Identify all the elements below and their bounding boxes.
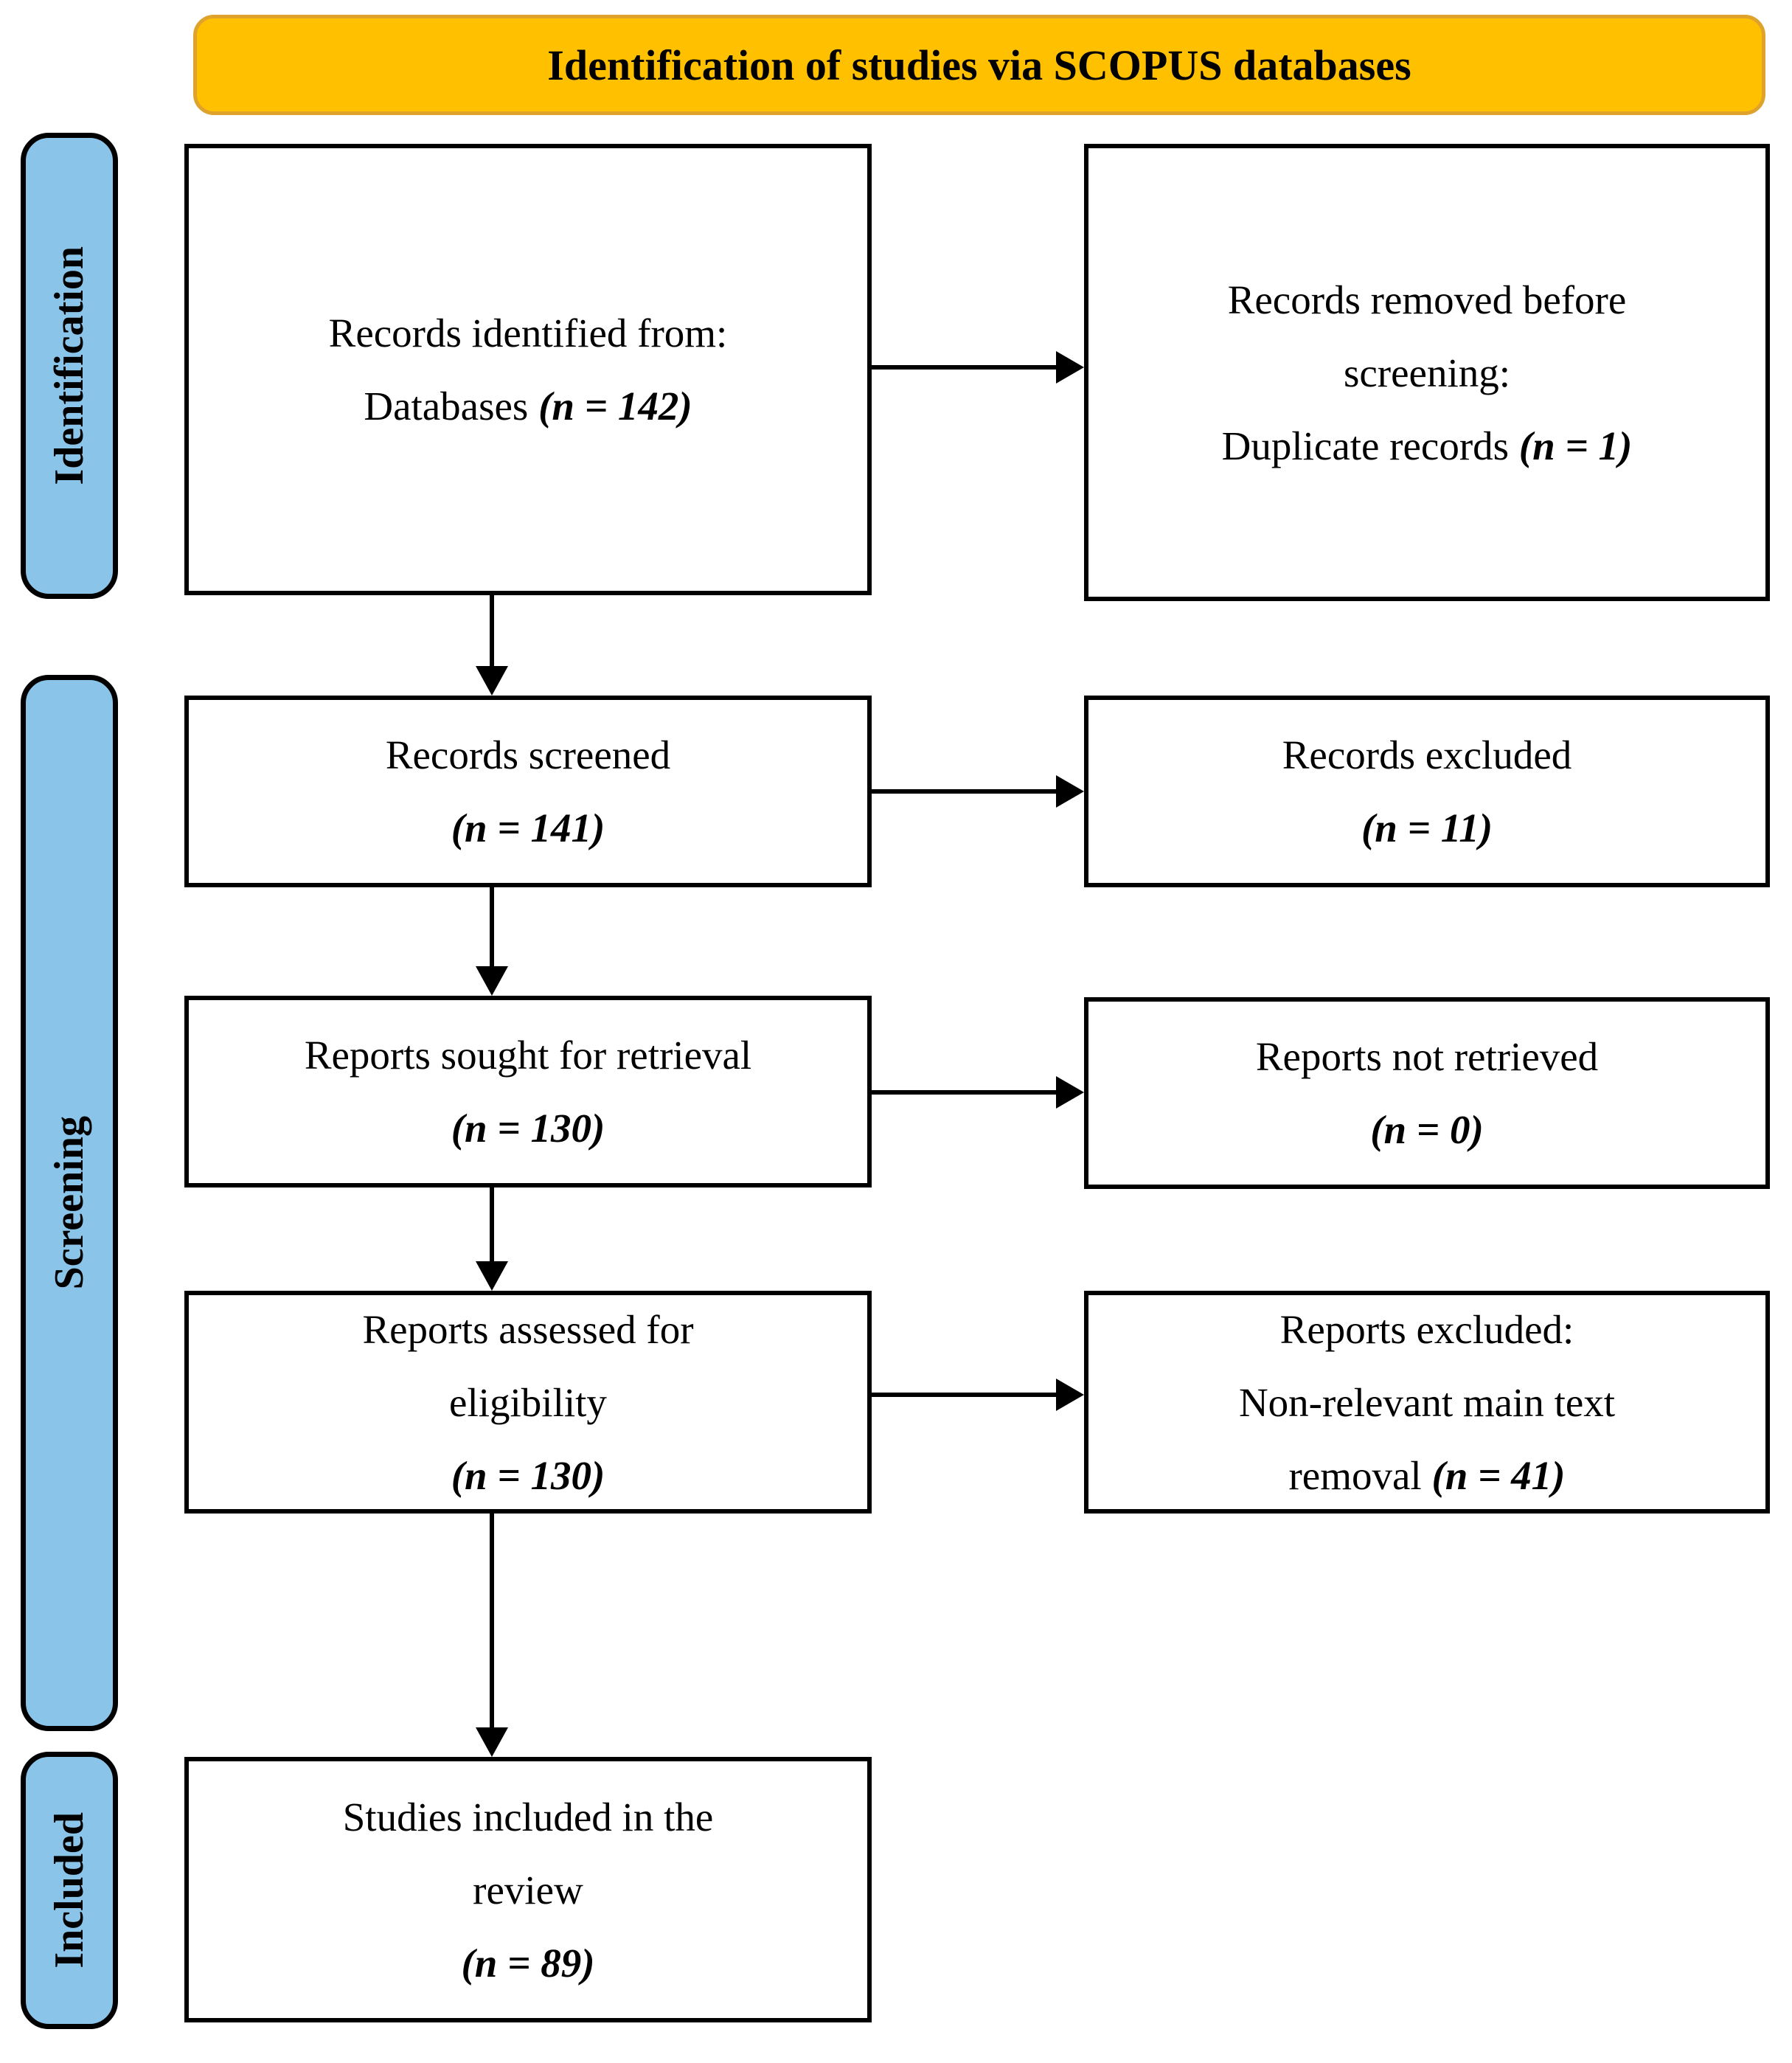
- n-value: (n = 1): [1518, 423, 1633, 468]
- n-value: (n = 141): [451, 805, 605, 850]
- n-value: (n = 41): [1431, 1452, 1566, 1498]
- text-segment: review: [473, 1867, 583, 1913]
- text-segment: Reports sought for retrieval: [304, 1033, 752, 1078]
- arrow-identified-to-screened-line: [490, 595, 494, 669]
- arrow-sought-to-not-retrieved-head: [1056, 1076, 1084, 1109]
- box-records-screened: Records screened (n = 141): [184, 696, 872, 887]
- text-segment: Databases: [364, 384, 539, 429]
- box-line: Databases (n = 142): [364, 370, 692, 443]
- text-segment: Records removed before: [1227, 277, 1627, 322]
- text-segment: Studies included in the: [342, 1794, 714, 1840]
- box-reports-assessed-for-eligibility: Reports assessed for eligibility (n = 13…: [184, 1291, 872, 1514]
- text-segment: Reports excluded:: [1279, 1306, 1574, 1352]
- box-reports-excluded: Reports excluded: Non-relevant main text…: [1084, 1291, 1770, 1514]
- arrow-sought-to-assessed-line: [490, 1187, 494, 1265]
- n-value: (n = 11): [1361, 805, 1493, 850]
- arrow-sought-to-not-retrieved-line: [872, 1090, 1058, 1095]
- arrow-screened-to-sought-head: [476, 966, 508, 996]
- text-segment: Non-relevant main text: [1238, 1379, 1616, 1425]
- box-line: Reports not retrieved: [1256, 1020, 1598, 1093]
- text-segment: screening:: [1343, 350, 1510, 395]
- box-line: (n = 11): [1361, 791, 1493, 864]
- n-value: (n = 130): [451, 1106, 605, 1151]
- box-line: Records removed before: [1228, 263, 1627, 336]
- box-reports-sought-for-retrieval: Reports sought for retrieval (n = 130): [184, 996, 872, 1187]
- box-line: (n = 130): [451, 1439, 605, 1512]
- stage-label-identification: Identification: [21, 133, 118, 599]
- n-value: (n = 142): [538, 384, 692, 429]
- stage-label-identification-text: Identification: [46, 246, 92, 485]
- box-line: Records excluded: [1282, 718, 1572, 791]
- box-line: (n = 130): [451, 1092, 605, 1165]
- n-value: (n = 89): [461, 1940, 595, 1986]
- text-segment: Records excluded: [1282, 732, 1572, 777]
- box-line: removal (n = 41): [1288, 1439, 1565, 1512]
- box-line: Studies included in the: [343, 1781, 714, 1854]
- stage-label-screening: Screening: [21, 675, 118, 1731]
- box-line: screening:: [1344, 336, 1510, 409]
- text-segment: Records identified from:: [328, 311, 728, 356]
- text-segment: Duplicate records: [1221, 423, 1519, 468]
- box-records-excluded: Records excluded (n = 11): [1084, 696, 1770, 887]
- box-line: (n = 0): [1370, 1093, 1484, 1166]
- text-segment: eligibility: [449, 1379, 607, 1425]
- box-records-identified: Records identified from: Databases (n = …: [184, 144, 872, 595]
- box-studies-included-in-review: Studies included in the review (n = 89): [184, 1757, 872, 2022]
- arrow-screened-to-excluded-line: [872, 789, 1058, 794]
- box-reports-not-retrieved: Reports not retrieved (n = 0): [1084, 997, 1770, 1189]
- text-segment: removal: [1288, 1452, 1432, 1498]
- box-line: Non-relevant main text: [1239, 1366, 1615, 1439]
- text-segment: Reports not retrieved: [1255, 1034, 1599, 1079]
- arrow-screened-to-sought-line: [490, 887, 494, 970]
- box-line: Reports assessed for: [362, 1293, 693, 1366]
- arrow-assessed-to-reports-excluded-line: [872, 1393, 1058, 1397]
- n-value: (n = 0): [1370, 1107, 1484, 1152]
- box-line: Records identified from:: [329, 297, 728, 370]
- box-line: review: [473, 1854, 583, 1927]
- stage-label-included-text: Included: [46, 1812, 92, 1969]
- arrow-identified-to-removed-head: [1056, 351, 1084, 384]
- arrow-screened-to-excluded-head: [1056, 775, 1084, 808]
- stage-label-screening-text: Screening: [46, 1116, 92, 1290]
- box-line: Reports excluded:: [1280, 1293, 1574, 1366]
- arrow-identified-to-screened-head: [476, 666, 508, 696]
- stage-label-included: Included: [21, 1752, 118, 2029]
- banner: Identification of studies via SCOPUS dat…: [193, 15, 1765, 115]
- box-line: (n = 141): [451, 791, 605, 864]
- banner-title: Identification of studies via SCOPUS dat…: [547, 41, 1411, 89]
- arrow-assessed-to-included-head: [476, 1727, 508, 1757]
- text-segment: Reports assessed for: [362, 1306, 694, 1352]
- arrow-identified-to-removed-line: [872, 365, 1058, 370]
- arrow-assessed-to-reports-excluded-head: [1056, 1379, 1084, 1411]
- box-line: Records screened: [386, 718, 670, 791]
- box-line: Reports sought for retrieval: [305, 1019, 751, 1092]
- box-records-removed-before-screening: Records removed before screening: Duplic…: [1084, 144, 1770, 601]
- n-value: (n = 130): [451, 1452, 605, 1498]
- text-segment: Records screened: [385, 732, 671, 777]
- box-line: Duplicate records (n = 1): [1222, 409, 1633, 482]
- arrow-sought-to-assessed-head: [476, 1261, 508, 1291]
- arrow-assessed-to-included-line: [490, 1514, 494, 1731]
- box-line: (n = 89): [461, 1927, 594, 2000]
- box-line: eligibility: [449, 1366, 607, 1439]
